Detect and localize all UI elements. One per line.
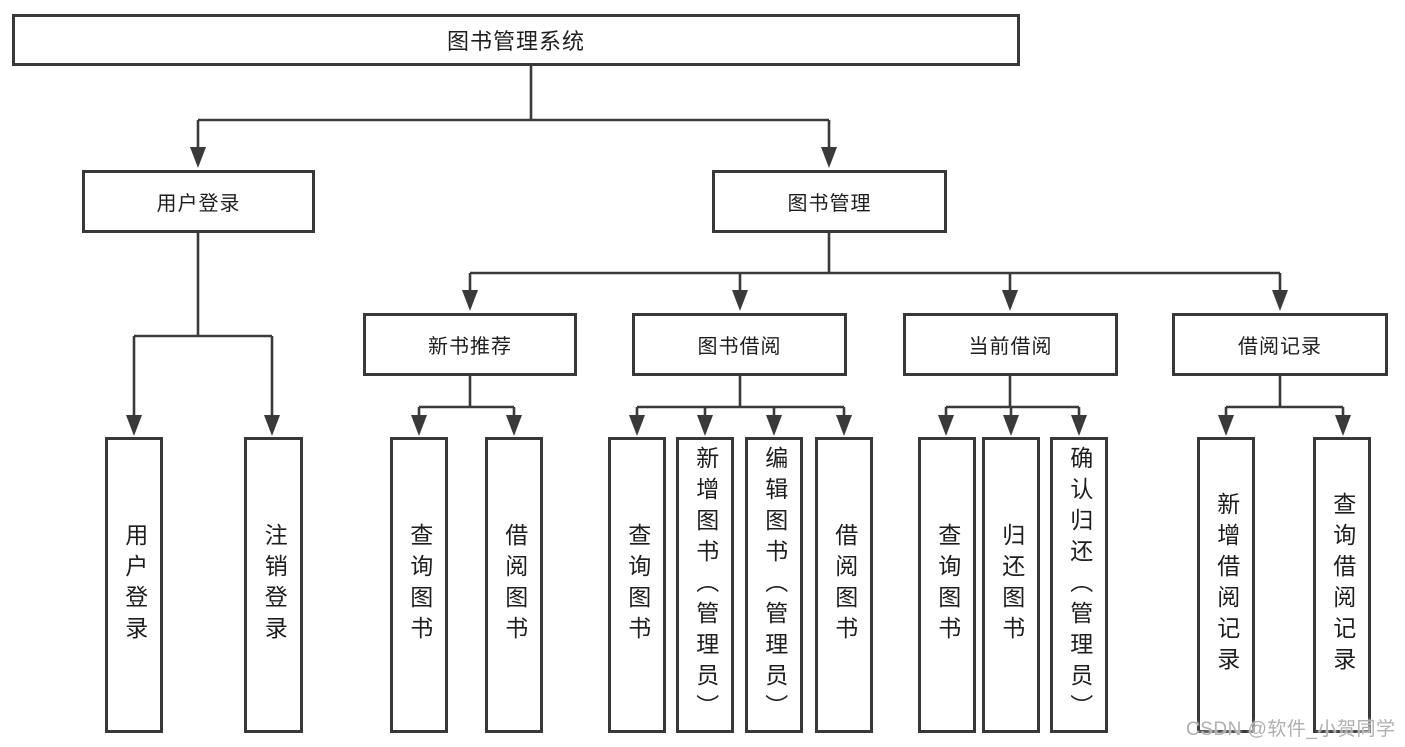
arrow-down-icon xyxy=(1071,415,1087,436)
arrowheads xyxy=(126,147,1351,436)
node-label: 新增借阅记录 xyxy=(1213,492,1240,678)
arrow-down-icon xyxy=(629,415,645,436)
node-leaf-borrow-books: 借阅图书 xyxy=(815,437,873,733)
arrow-down-icon xyxy=(1003,415,1019,436)
node-label: 查询图书 xyxy=(406,523,433,647)
arrow-down-icon xyxy=(190,147,206,168)
node-leaf-query-books: 查询图书 xyxy=(390,437,448,733)
node-label: 借阅图书 xyxy=(831,523,858,647)
node-label: 查询图书 xyxy=(624,523,651,647)
node-label: 查询借阅记录 xyxy=(1329,492,1356,678)
node-user-login: 用户登录 xyxy=(82,170,315,233)
arrow-down-icon xyxy=(938,415,954,436)
node-book-borrowing: 图书借阅 xyxy=(632,313,847,376)
node-leaf-edit-books-admin: 编辑图书（管理员） xyxy=(745,437,803,733)
arrow-down-icon xyxy=(506,415,522,436)
node-leaf-add-borrow-record: 新增借阅记录 xyxy=(1197,437,1255,733)
arrow-down-icon xyxy=(697,415,713,436)
node-label: 编辑图书（管理员） xyxy=(761,445,788,725)
arrow-down-icon xyxy=(264,415,280,436)
node-leaf-user-login: 用户登录 xyxy=(105,437,163,733)
node-label: 注销登录 xyxy=(261,523,288,647)
arrow-down-icon xyxy=(1272,290,1288,311)
arrow-down-icon xyxy=(821,147,837,168)
arrow-down-icon xyxy=(732,290,748,311)
node-leaf-query-borrow-record: 查询借阅记录 xyxy=(1313,437,1371,733)
node-label: 确认归还（管理员） xyxy=(1066,445,1093,725)
node-label: 用户登录 xyxy=(121,523,148,647)
node-leaf-confirm-return-admin: 确认归还（管理员） xyxy=(1050,437,1108,733)
arrow-down-icon xyxy=(462,290,478,311)
arrow-down-icon xyxy=(1218,415,1234,436)
watermark: CSDN @软件_小贺同学 xyxy=(1186,719,1396,740)
arrow-down-icon xyxy=(1002,290,1018,311)
arrow-down-icon xyxy=(126,415,142,436)
node-leaf-query-books: 查询图书 xyxy=(608,437,666,733)
node-label: 归还图书 xyxy=(998,523,1025,647)
node-borrowing-records: 借阅记录 xyxy=(1172,313,1388,376)
node-leaf-return-books: 归还图书 xyxy=(982,437,1040,733)
node-current-borrowing: 当前借阅 xyxy=(903,313,1118,376)
node-leaf-borrow-books: 借阅图书 xyxy=(485,437,543,733)
arrow-down-icon xyxy=(766,415,782,436)
node-label: 借阅图书 xyxy=(501,523,528,647)
arrow-down-icon xyxy=(411,415,427,436)
node-leaf-add-books-admin: 新增图书（管理员） xyxy=(676,437,734,733)
arrow-down-icon xyxy=(836,415,852,436)
node-leaf-logout: 注销登录 xyxy=(244,437,303,733)
node-label: 新增图书（管理员） xyxy=(692,445,719,725)
node-library-management-system: 图书管理系统 xyxy=(12,14,1020,66)
node-new-book-recommend: 新书推荐 xyxy=(363,313,577,376)
node-leaf-query-books: 查询图书 xyxy=(918,437,976,733)
node-book-management: 图书管理 xyxy=(712,170,947,233)
arrow-down-icon xyxy=(1335,415,1351,436)
connector-segments xyxy=(132,66,1345,416)
node-label: 查询图书 xyxy=(934,523,961,647)
